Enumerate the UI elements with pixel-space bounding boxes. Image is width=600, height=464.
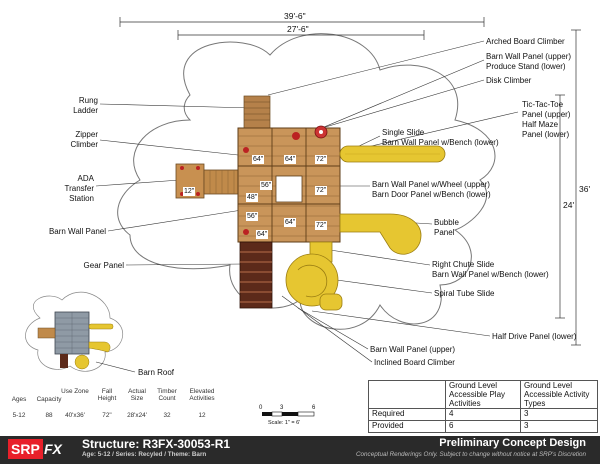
dimension-lines [119, 17, 581, 346]
callout-barn-wall-panel-upper: Barn Wall Panel (upper) [370, 345, 456, 354]
callout-barn-roof: Barn Roof [138, 368, 175, 377]
accessibility-table: Ground Level Accessible Play Activities … [368, 380, 598, 433]
deck-height-label: 72" [315, 221, 328, 230]
spec-value: 28'x24' [127, 412, 147, 419]
callout-right-chute-slide: Barn Wall Panel w/Bench (lower) [432, 270, 549, 279]
dimension-total-depth: 36' [579, 184, 591, 194]
deck-height-label: 72" [315, 155, 328, 164]
dimension-inner-depth: 24' [563, 200, 575, 210]
callout-barn-door-bench: Barn Door Panel w/Bench (lower) [372, 190, 491, 199]
deck-height-label: 56" [260, 181, 273, 190]
spec-value: 32 [163, 412, 171, 419]
table-cell: 3 [520, 420, 598, 433]
spec-value: 40'x36' [65, 412, 85, 419]
footer-bar [0, 436, 600, 464]
table-row: Ground Level Accessible Play Activities … [368, 380, 598, 409]
callout-tic-tac-toe: Panel (upper) [522, 110, 571, 119]
callout-single-slide: Single Slide [382, 128, 425, 137]
callout-disk-climber: Disk Climber [486, 76, 532, 85]
callout-ada-transfer-station: Transfer [64, 184, 95, 193]
spec-header: Ages [11, 396, 27, 403]
callout-spiral-tube-slide: Spiral Tube Slide [434, 289, 495, 298]
table-cell: 6 [445, 420, 521, 433]
barn-roof-thumbnail [25, 291, 136, 373]
spec-header: Use Zone [61, 388, 89, 395]
callout-ada-transfer-station: Station [69, 194, 94, 203]
spec-header: Timber Count [157, 388, 177, 402]
leader-lines [95, 40, 519, 363]
callout-bubble-panel: Panel [434, 228, 455, 237]
structure-title: Structure: R3FX-30053-R1 [82, 437, 231, 451]
table-header-cell [368, 380, 446, 409]
table-row: Required 4 3 [368, 408, 598, 421]
spec-header: Elevated Activities [189, 388, 215, 402]
scale-tick-label: 0 [259, 405, 263, 411]
callout-tic-tac-toe: Tic-Tac-Toe [522, 100, 564, 109]
logo-srp: SRP [8, 439, 43, 459]
deck-height-label: 48" [246, 193, 259, 202]
rung-ladder [243, 95, 271, 131]
deck-height-label: 72" [315, 186, 328, 195]
callout-arched-board-climber: Arched Board Climber [486, 37, 565, 46]
callout-barn-wall-panel: Barn Wall Panel [48, 227, 106, 236]
structure-subtitle: Age: 5-12 / Series: Recyled / Theme: Bar… [82, 451, 207, 458]
preliminary-title: Preliminary Concept Design [439, 437, 586, 449]
dimension-inner-width: 27'-6" [287, 24, 309, 34]
deck-height-label: 56" [246, 212, 259, 221]
callout-zipper-climber: Zipper [75, 130, 98, 139]
callout-barn-wall-wheel: Barn Wall Panel w/Wheel (upper) [372, 180, 490, 189]
callout-half-maze: Half Maze [522, 120, 559, 129]
deck-height-label: 12" [183, 187, 196, 196]
spec-header: Fall Height [97, 388, 117, 402]
deck-height-label: 64" [256, 230, 269, 239]
callout-inclined-board-climber: Inclined Board Climber [374, 358, 455, 367]
scale-tick-label: 6 [312, 405, 316, 411]
table-header-cell: Ground Level Accessible Activity Types [520, 380, 598, 409]
callout-bubble-panel: Bubble [434, 218, 459, 227]
single-slide [339, 145, 446, 163]
table-cell: Required [368, 408, 446, 421]
logo-fx: FX [44, 441, 62, 457]
callout-produce-stand: Produce Stand (lower) [486, 62, 566, 71]
callout-half-maze: Panel (lower) [522, 130, 570, 139]
scale-tick-label: 3 [280, 405, 284, 411]
deck-height-label: 64" [284, 155, 297, 164]
callout-rung-ladder: Ladder [73, 106, 98, 115]
scale-label: Scale: 1" = 6' [268, 420, 301, 426]
deck-height-label: 64" [284, 218, 297, 227]
callout-right-chute-slide: Right Chute Slide [432, 260, 495, 269]
table-cell: 3 [520, 408, 598, 421]
callout-ada-transfer-station: ADA [77, 174, 94, 183]
disclaimer: Conceptual Renderings Only. Subject to c… [356, 451, 586, 458]
use-zone-outline [117, 33, 496, 330]
inclined-board-climber [239, 241, 273, 309]
right-chute-slide [339, 213, 422, 255]
table-cell: 4 [445, 408, 521, 421]
callout-barn-wall-panel-upper: Barn Wall Panel (upper) [486, 52, 572, 61]
table-cell: Provided [368, 420, 446, 433]
callout-rung-ladder: Rung [78, 96, 98, 105]
srpfx-logo: SRP FX [8, 439, 70, 459]
callout-single-slide: Barn Wall Panel w/Bench (lower) [382, 138, 499, 147]
callout-half-drive-panel: Half Drive Panel (lower) [492, 332, 577, 341]
deck-height-label: 64" [252, 155, 265, 164]
callout-gear-panel: Gear Panel [83, 261, 124, 270]
table-row: Provided 6 3 [368, 420, 598, 433]
scale-bar [262, 411, 315, 417]
spec-header: Capacity [36, 396, 62, 403]
spec-header: Actual Size [128, 388, 146, 402]
callout-zipper-climber: Climber [70, 140, 98, 149]
spec-value: 5-12 [12, 412, 26, 419]
spiral-tube-slide [285, 241, 343, 311]
spec-value: 88 [45, 412, 53, 419]
spec-value: 12 [198, 412, 206, 419]
table-header-cell: Ground Level Accessible Play Activities [445, 380, 521, 409]
spec-value: 72" [102, 412, 112, 419]
dimension-total-width: 39'-6" [284, 11, 306, 21]
